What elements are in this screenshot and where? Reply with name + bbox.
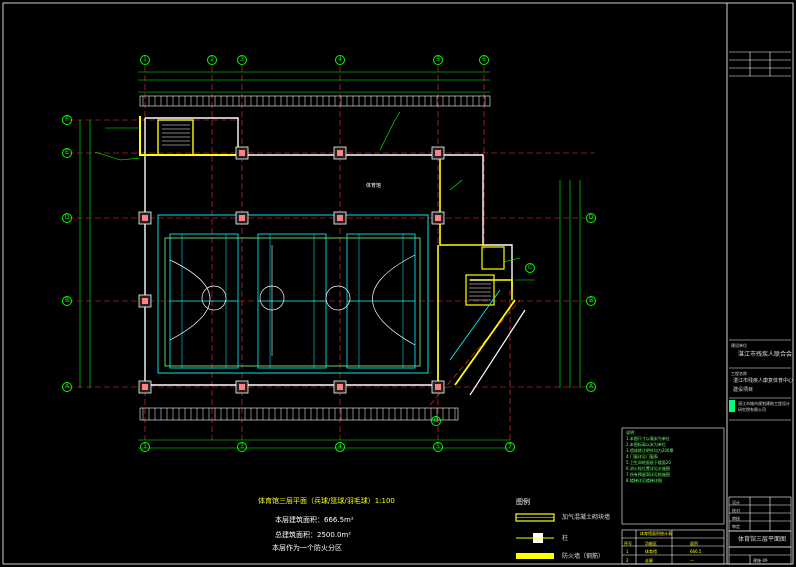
notes-line: 1.本图尺寸以毫米为单位 (626, 436, 670, 441)
sports-courts (157, 214, 429, 374)
drawing-title: 体育馆三层平面图 (738, 536, 787, 543)
project-label: 工程名称 (731, 371, 747, 376)
grid-bubble-bottom: 3 (237, 442, 247, 452)
dimension-lines (79, 71, 581, 449)
area-table-cell: 1 (626, 549, 629, 554)
column-core (337, 215, 343, 221)
grid-bubble-right: C (525, 263, 535, 273)
grid-bubble-bottom: 1 (140, 442, 150, 452)
table-frames (621, 51, 792, 565)
grid-bubble-bottom: 4 (335, 442, 345, 452)
grid-bubble-left: E (62, 148, 72, 158)
grid-bubble-left: F (62, 115, 72, 125)
grid-bubble-right: B (586, 296, 596, 306)
area-table-col: 面积 (690, 541, 698, 546)
column-core (435, 150, 441, 156)
client-name: 湛江市残疾人联合会 (738, 351, 793, 358)
grid-line-diagonal (429, 299, 521, 406)
column-core (337, 150, 343, 156)
notes-line: 6.消火栓位置详见水施图 (626, 466, 670, 471)
room-label: 体育馆 (366, 183, 382, 189)
notes-heading: 说明： (626, 430, 638, 435)
grid-bubble-top: 4 (335, 55, 345, 65)
legend-item-column: 柱 (562, 535, 569, 542)
column-core (435, 384, 441, 390)
area-table-cell: 666.5 (690, 549, 702, 554)
area-table-col: 序号 (624, 541, 632, 546)
review-row: 审核 (732, 516, 740, 521)
area-table-col: 功能区 (645, 541, 657, 546)
column-core (337, 384, 343, 390)
column-core (435, 215, 441, 221)
diagonal-corridor (449, 289, 526, 396)
grid-bubble-left: A (62, 382, 72, 392)
area-building: 本层建筑面积：666.5m² (275, 516, 354, 524)
review-row: 审定 (732, 524, 740, 529)
legend-swatches (515, 513, 555, 559)
notes-line: 2.本图标高以米为单位 (626, 442, 666, 447)
fire-zone-note: 本层作为一个防火分区 (272, 544, 342, 552)
annotation-leaders (94, 111, 535, 281)
review-row: 设计 (732, 500, 740, 505)
area-total: 总建筑面积：2500.0m² (275, 531, 352, 539)
notes-line: 4.门窗详见门窗表 (626, 454, 658, 459)
grid-bubble-right: A (586, 382, 596, 392)
legend-item-firewall: 防火墙（钢筋） (562, 553, 605, 560)
legend-item-wall: 加气混凝土砌块墙 (562, 514, 611, 521)
column-core (239, 215, 245, 221)
grid-bubble-top: 6 (479, 55, 489, 65)
notes-line: 3.墙体除注明外均为200厚 (626, 448, 674, 453)
grid-bubble-top: 3 (237, 55, 247, 65)
area-table-heading: 体育馆面积统计表 (640, 531, 672, 536)
structural-columns (138, 146, 445, 394)
grid-bubble-top: 1 (140, 55, 150, 65)
grid-bubble-left: B (62, 296, 72, 306)
notes-line: 7.所有预留洞详见结施图 (626, 472, 670, 477)
project-name-2: 建设项目 (733, 387, 754, 393)
column-core (142, 215, 148, 221)
grid-bubble-diagonal: G (431, 416, 441, 426)
grid-bubble-top: 2 (207, 55, 217, 65)
grid-bubble-bottom: 5 (433, 442, 443, 452)
column-core (142, 384, 148, 390)
client-label: 建设单位 (731, 343, 747, 348)
column-core (239, 384, 245, 390)
railing-ticks (142, 96, 486, 420)
column-core (239, 150, 245, 156)
project-name: 湛江市残疾人康复体育中心 (733, 378, 794, 384)
drawing-number: 建施-09 (753, 558, 768, 563)
grid-bubble-left: D (62, 213, 72, 223)
notes-line: 5.卫生间地面低于楼面20 (626, 460, 671, 465)
grid-bubble-bottom: 7 (505, 442, 515, 452)
review-row: 校对 (732, 508, 740, 513)
column-core (142, 298, 148, 304)
designer-logo (729, 400, 735, 412)
area-table-cell: 走廊 (645, 558, 653, 563)
stair-hatch (162, 124, 491, 301)
area-table-cell: 2 (626, 558, 629, 563)
notes-line: 8.楼梯详见楼梯详图 (626, 478, 662, 483)
grid-bubble-right: D (586, 213, 596, 223)
notes-block: 说明： 1.本图尺寸以毫米为单位 2.本图标高以米为单位 3.墙体除注明外均为2… (626, 430, 673, 484)
designer-name: 湛江市城市规划建筑工程设计研究院有限公司 (738, 401, 790, 412)
area-table-cell: 体育馆 (645, 549, 657, 554)
legend-heading: 图例 (516, 498, 530, 506)
area-table-cell: — (690, 558, 694, 563)
plan-title: 体育馆三层平面（兵球/篮球/羽毛球）1:100 (258, 497, 395, 505)
grid-bubble-top: 5 (433, 55, 443, 65)
